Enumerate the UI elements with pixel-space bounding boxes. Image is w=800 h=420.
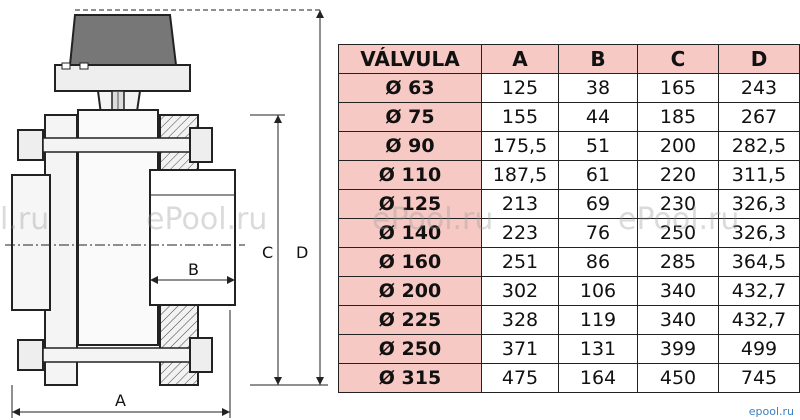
value-b-cell: 164 bbox=[558, 363, 638, 393]
value-c-cell: 340 bbox=[637, 276, 719, 306]
actuator-handle bbox=[54, 14, 191, 92]
value-a-cell: 175,5 bbox=[481, 131, 559, 161]
valve-size-cell: Ø 250 bbox=[338, 334, 482, 364]
valve-size-cell: Ø 225 bbox=[338, 305, 482, 335]
right-flange bbox=[149, 114, 236, 386]
value-b-cell: 51 bbox=[558, 131, 638, 161]
valve-size-cell: Ø 110 bbox=[338, 160, 482, 190]
value-c-cell: 220 bbox=[637, 160, 719, 190]
value-d-cell: 364,5 bbox=[718, 247, 800, 277]
valve-drawing: B C D A bbox=[0, 0, 330, 420]
valve-size-cell: Ø 315 bbox=[338, 363, 482, 393]
value-c-cell: 250 bbox=[637, 218, 719, 248]
header-b: B bbox=[558, 44, 638, 74]
value-a-cell: 187,5 bbox=[481, 160, 559, 190]
value-d-cell: 432,7 bbox=[718, 305, 800, 335]
value-b-cell: 38 bbox=[558, 73, 638, 103]
value-b-cell: 86 bbox=[558, 247, 638, 277]
dim-label-d: D bbox=[296, 243, 308, 262]
header-c: C bbox=[637, 44, 719, 74]
dimension-a: A bbox=[11, 310, 231, 418]
dimension-b: B bbox=[149, 255, 236, 290]
value-d-cell: 326,3 bbox=[718, 189, 800, 219]
value-a-cell: 155 bbox=[481, 102, 559, 132]
value-b-cell: 119 bbox=[558, 305, 638, 335]
valve-size-cell: Ø 160 bbox=[338, 247, 482, 277]
corner-watermark: epool.ru bbox=[748, 405, 794, 418]
table-header-row: VÁLVULA A B C D bbox=[338, 44, 800, 74]
value-d-cell: 432,7 bbox=[718, 276, 800, 306]
dim-label-a: A bbox=[115, 391, 126, 410]
value-d-cell: 499 bbox=[718, 334, 800, 364]
value-a-cell: 475 bbox=[481, 363, 559, 393]
valve-size-cell: Ø 125 bbox=[338, 189, 482, 219]
value-c-cell: 185 bbox=[637, 102, 719, 132]
value-c-cell: 399 bbox=[637, 334, 719, 364]
value-c-cell: 450 bbox=[637, 363, 719, 393]
value-b-cell: 69 bbox=[558, 189, 638, 219]
value-a-cell: 371 bbox=[481, 334, 559, 364]
value-c-cell: 340 bbox=[637, 305, 719, 335]
value-a-cell: 251 bbox=[481, 247, 559, 277]
value-b-cell: 131 bbox=[558, 334, 638, 364]
value-c-cell: 285 bbox=[637, 247, 719, 277]
value-d-cell: 282,5 bbox=[718, 131, 800, 161]
value-a-cell: 213 bbox=[481, 189, 559, 219]
value-d-cell: 311,5 bbox=[718, 160, 800, 190]
dimension-c: C bbox=[250, 114, 285, 386]
valve-size-cell: Ø 140 bbox=[338, 218, 482, 248]
dim-label-b: B bbox=[188, 260, 199, 279]
top-bolt bbox=[17, 127, 213, 163]
dimension-d: D bbox=[285, 10, 328, 386]
value-b-cell: 106 bbox=[558, 276, 638, 306]
value-a-cell: 223 bbox=[481, 218, 559, 248]
valve-size-cell: Ø 75 bbox=[338, 102, 482, 132]
bottom-bolt bbox=[17, 337, 213, 373]
header-valve: VÁLVULA bbox=[338, 44, 482, 74]
valve-size-cell: Ø 63 bbox=[338, 73, 482, 103]
value-d-cell: 267 bbox=[718, 102, 800, 132]
valve-size-cell: Ø 90 bbox=[338, 131, 482, 161]
dim-label-c: C bbox=[262, 243, 273, 262]
value-d-cell: 243 bbox=[718, 73, 800, 103]
header-d: D bbox=[718, 44, 800, 74]
value-a-cell: 328 bbox=[481, 305, 559, 335]
value-c-cell: 165 bbox=[637, 73, 719, 103]
value-b-cell: 44 bbox=[558, 102, 638, 132]
valve-size-cell: Ø 200 bbox=[338, 276, 482, 306]
value-b-cell: 61 bbox=[558, 160, 638, 190]
value-b-cell: 76 bbox=[558, 218, 638, 248]
value-a-cell: 302 bbox=[481, 276, 559, 306]
valve-drawing-svg: B C D A bbox=[5, 9, 328, 418]
header-a: A bbox=[481, 44, 559, 74]
value-c-cell: 200 bbox=[637, 131, 719, 161]
value-d-cell: 745 bbox=[718, 363, 800, 393]
value-d-cell: 326,3 bbox=[718, 218, 800, 248]
value-c-cell: 230 bbox=[637, 189, 719, 219]
value-a-cell: 125 bbox=[481, 73, 559, 103]
